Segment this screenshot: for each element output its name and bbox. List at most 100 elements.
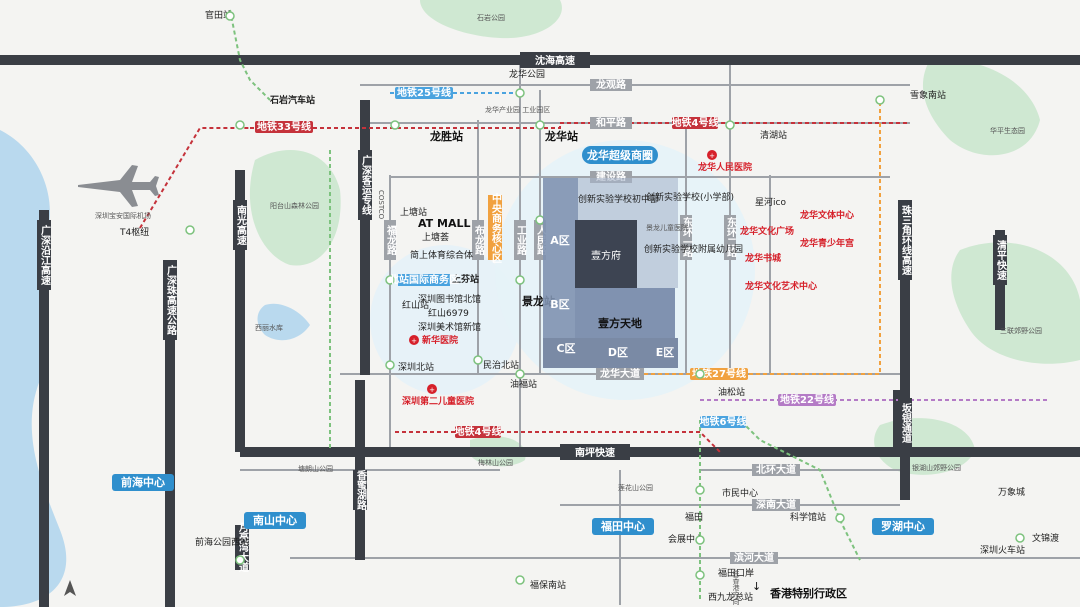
poi-sports: 简上体育综合体 <box>410 249 473 261</box>
svg-text:+: + <box>411 337 417 345</box>
park-sanlian <box>951 242 1080 364</box>
zone-nanshan: 南山中心 <box>253 513 297 527</box>
label-shenhai-expressway: 沈海高速 <box>535 54 575 67</box>
label-bulong-road: 布龙路 <box>473 224 486 256</box>
poi-bookcity: 龙华书城 <box>744 252 781 264</box>
label-xiangmi: 香蜜湖路 <box>355 469 367 511</box>
svg-text:+: + <box>709 152 715 160</box>
place-lianhua: 莲花山公园 <box>618 483 653 492</box>
label-guangshen-passenger: 广深客运专线 <box>360 154 373 216</box>
label-metro-4-bottom: 地铁4号线 <box>455 425 502 438</box>
label-zhusanjiao: 珠三角环线高速 <box>900 204 912 276</box>
label-longhua-park: 龙华公园 <box>509 68 545 80</box>
station-qianhai-park-west: 前海公园西站 <box>195 536 249 548</box>
poi-art-museum: 深圳美术馆新馆 <box>418 321 481 333</box>
place-xili-reservoir: 西丽水库 <box>255 323 283 332</box>
place-sanlian: 三联郊野公园 <box>1000 326 1042 335</box>
project-yifangfu-name: 壹方府 <box>591 249 621 262</box>
poi-xinghe-ico: 星河ico <box>755 196 786 208</box>
park-yangtai <box>249 150 341 266</box>
station-guantian: 官田站 <box>205 9 232 21</box>
zone-a: A区 <box>550 234 570 247</box>
label-guangshen-zhuhai: 广深珠高速公路 <box>165 264 177 336</box>
station-shenzhen-railway: 深圳火车站 <box>980 544 1025 556</box>
svg-text:+: + <box>429 386 435 394</box>
label-nanguang: 南光高速 <box>235 204 248 246</box>
project-blocks: 壹方府 A区 B区 C区 D区 E区 壹方天地 创新实验学校初中部 创新实验学校… <box>543 146 743 368</box>
poi-school-middle: 创新实验学校初中部 <box>578 193 659 205</box>
label-metro-33: 地铁33号线 <box>257 120 311 133</box>
label-gongye-road: 工业路 <box>515 225 527 256</box>
poi-atmall: AT MALL <box>418 217 470 230</box>
zone-longhua-super-circle: 龙华超级商圈 <box>586 148 653 162</box>
label-fulong-road: 福龙路 <box>385 224 398 256</box>
airplane-icon <box>78 165 159 207</box>
zone-b: B区 <box>550 298 569 311</box>
poi-xinhua-hospital: 新华医院 <box>422 334 458 346</box>
place-labels: 石岩公园 西丽水库 阳台山森林公园 塘朗山公园 梅林山公园 莲花山公园 银湖山郊… <box>95 13 1042 498</box>
place-huaping: 华平生态园 <box>990 126 1025 135</box>
station-shenzhen-north: 深圳北站 <box>398 361 434 373</box>
park-shiyan <box>420 0 562 39</box>
zone-qianhai: 前海中心 <box>121 475 165 489</box>
hong-kong-label: 香港特别行政区 ↓ 往香港方向 <box>732 569 847 605</box>
station-qinghu: 清湖站 <box>760 129 787 141</box>
sea-water <box>0 130 67 607</box>
svg-text:↓: ↓ <box>752 580 761 593</box>
label-longguan-road: 龙观路 <box>595 78 627 91</box>
zone-e: E区 <box>656 346 675 359</box>
station-futian: 福田 <box>685 511 703 523</box>
label-nanping-expressway: 南坪快速 <box>575 446 615 459</box>
poi-shangtang-hui: 上塘荟 <box>422 231 449 243</box>
label-qingping: 清平快速 <box>995 239 1008 281</box>
label-guangshen-coastal: 广深沿江高速 <box>39 224 51 286</box>
label-heping-road: 和平路 <box>595 116 627 129</box>
poi-culture-square: 龙华文化广场 <box>739 225 794 237</box>
label-binhe: 滨河大道 <box>734 551 774 564</box>
station-shimin: 市民中心 <box>722 487 758 499</box>
label-metro-6: 地铁6号线 <box>700 415 747 428</box>
compass-icon <box>64 580 76 596</box>
label-shennan: 深南大道 <box>756 498 796 511</box>
station-t4: T4枢纽 <box>119 226 149 238</box>
metro-labels: 地铁25号线 地铁33号线 地铁4号线 地铁4号线 地铁27号线 地铁22号线 … <box>255 86 836 438</box>
hong-kong-direction: 往香港方向 <box>732 569 740 605</box>
place-yangtai-park: 阳台山森林公园 <box>270 201 319 210</box>
station-shangtang: 上塘站 <box>400 206 427 218</box>
label-metro-27: 地铁27号线 <box>692 367 746 380</box>
station-futian-port: 福田口岸 <box>718 567 754 579</box>
poi-hongshan6979: 红山6979 <box>428 307 469 319</box>
poi-library: 深圳图书馆北馆 <box>418 293 481 305</box>
poi-left-cluster: AT MALL 上塘荟 简上体育综合体 北站国际商务区 深圳图书馆北馆 红山69… <box>389 192 502 407</box>
place-wanxiang: 万象城 <box>998 486 1025 498</box>
poi-school-primary: 创新实验学校(小学部) <box>646 191 734 203</box>
station-xuexiang-south: 雪象南站 <box>910 89 946 101</box>
poi-culture-center: 龙华文体中心 <box>799 209 854 221</box>
poi-right-cluster: + 龙华人民医院 星河ico 龙华文体中心 龙华文化广场 龙华青少年宫 龙华书城… <box>697 150 854 292</box>
zone-luohu: 罗湖中心 <box>881 519 925 533</box>
label-metro-25: 地铁25号线 <box>397 86 451 99</box>
poi-jinglong-children: 景龙儿童医院 <box>646 223 688 232</box>
label-metro-22: 地铁22号线 <box>780 393 834 406</box>
station-youfu: 油福站 <box>510 378 537 390</box>
station-longhua: 龙华站 <box>544 129 578 143</box>
zone-futian: 福田中心 <box>600 519 645 533</box>
place-tanglangshan: 塘朗山公园 <box>298 464 333 473</box>
place-shiyan-park: 石岩公园 <box>477 13 505 22</box>
station-wenjin: 文锦渡 <box>1032 532 1059 544</box>
station-huizhan: 会展中心 <box>668 533 704 545</box>
label-longhua-avenue: 龙华大道 <box>599 367 640 380</box>
station-labels: 龙胜站 龙华站 清湖站 景龙站 油松站 油福站 民治北站 深圳北站 红山站 上芬… <box>119 9 1059 603</box>
station-markers <box>185 11 1025 585</box>
expressway-labels: 沈海高速 南坪快速 广深沿江高速 广深珠高速公路 南光高速 广深客运专线 珠三角… <box>37 52 1008 573</box>
station-kexueguan: 科学馆站 <box>790 511 826 523</box>
poi-north-business: 北站国际商务区 <box>389 273 459 286</box>
hong-kong-sar: 香港特别行政区 <box>769 586 847 600</box>
label-bantian: 坂银通道 <box>900 402 912 444</box>
station-xijiulong: 西九龙总站 <box>708 591 753 603</box>
zone-d: D区 <box>608 346 628 359</box>
station-shiyan-bus: 石岩汽车站 <box>269 94 315 106</box>
poi-kindergarten: 创新实验学校附属幼儿园 <box>644 243 743 255</box>
zone-c: C区 <box>556 342 575 355</box>
place-yinhu: 银湖山郊野公园 <box>912 463 961 472</box>
